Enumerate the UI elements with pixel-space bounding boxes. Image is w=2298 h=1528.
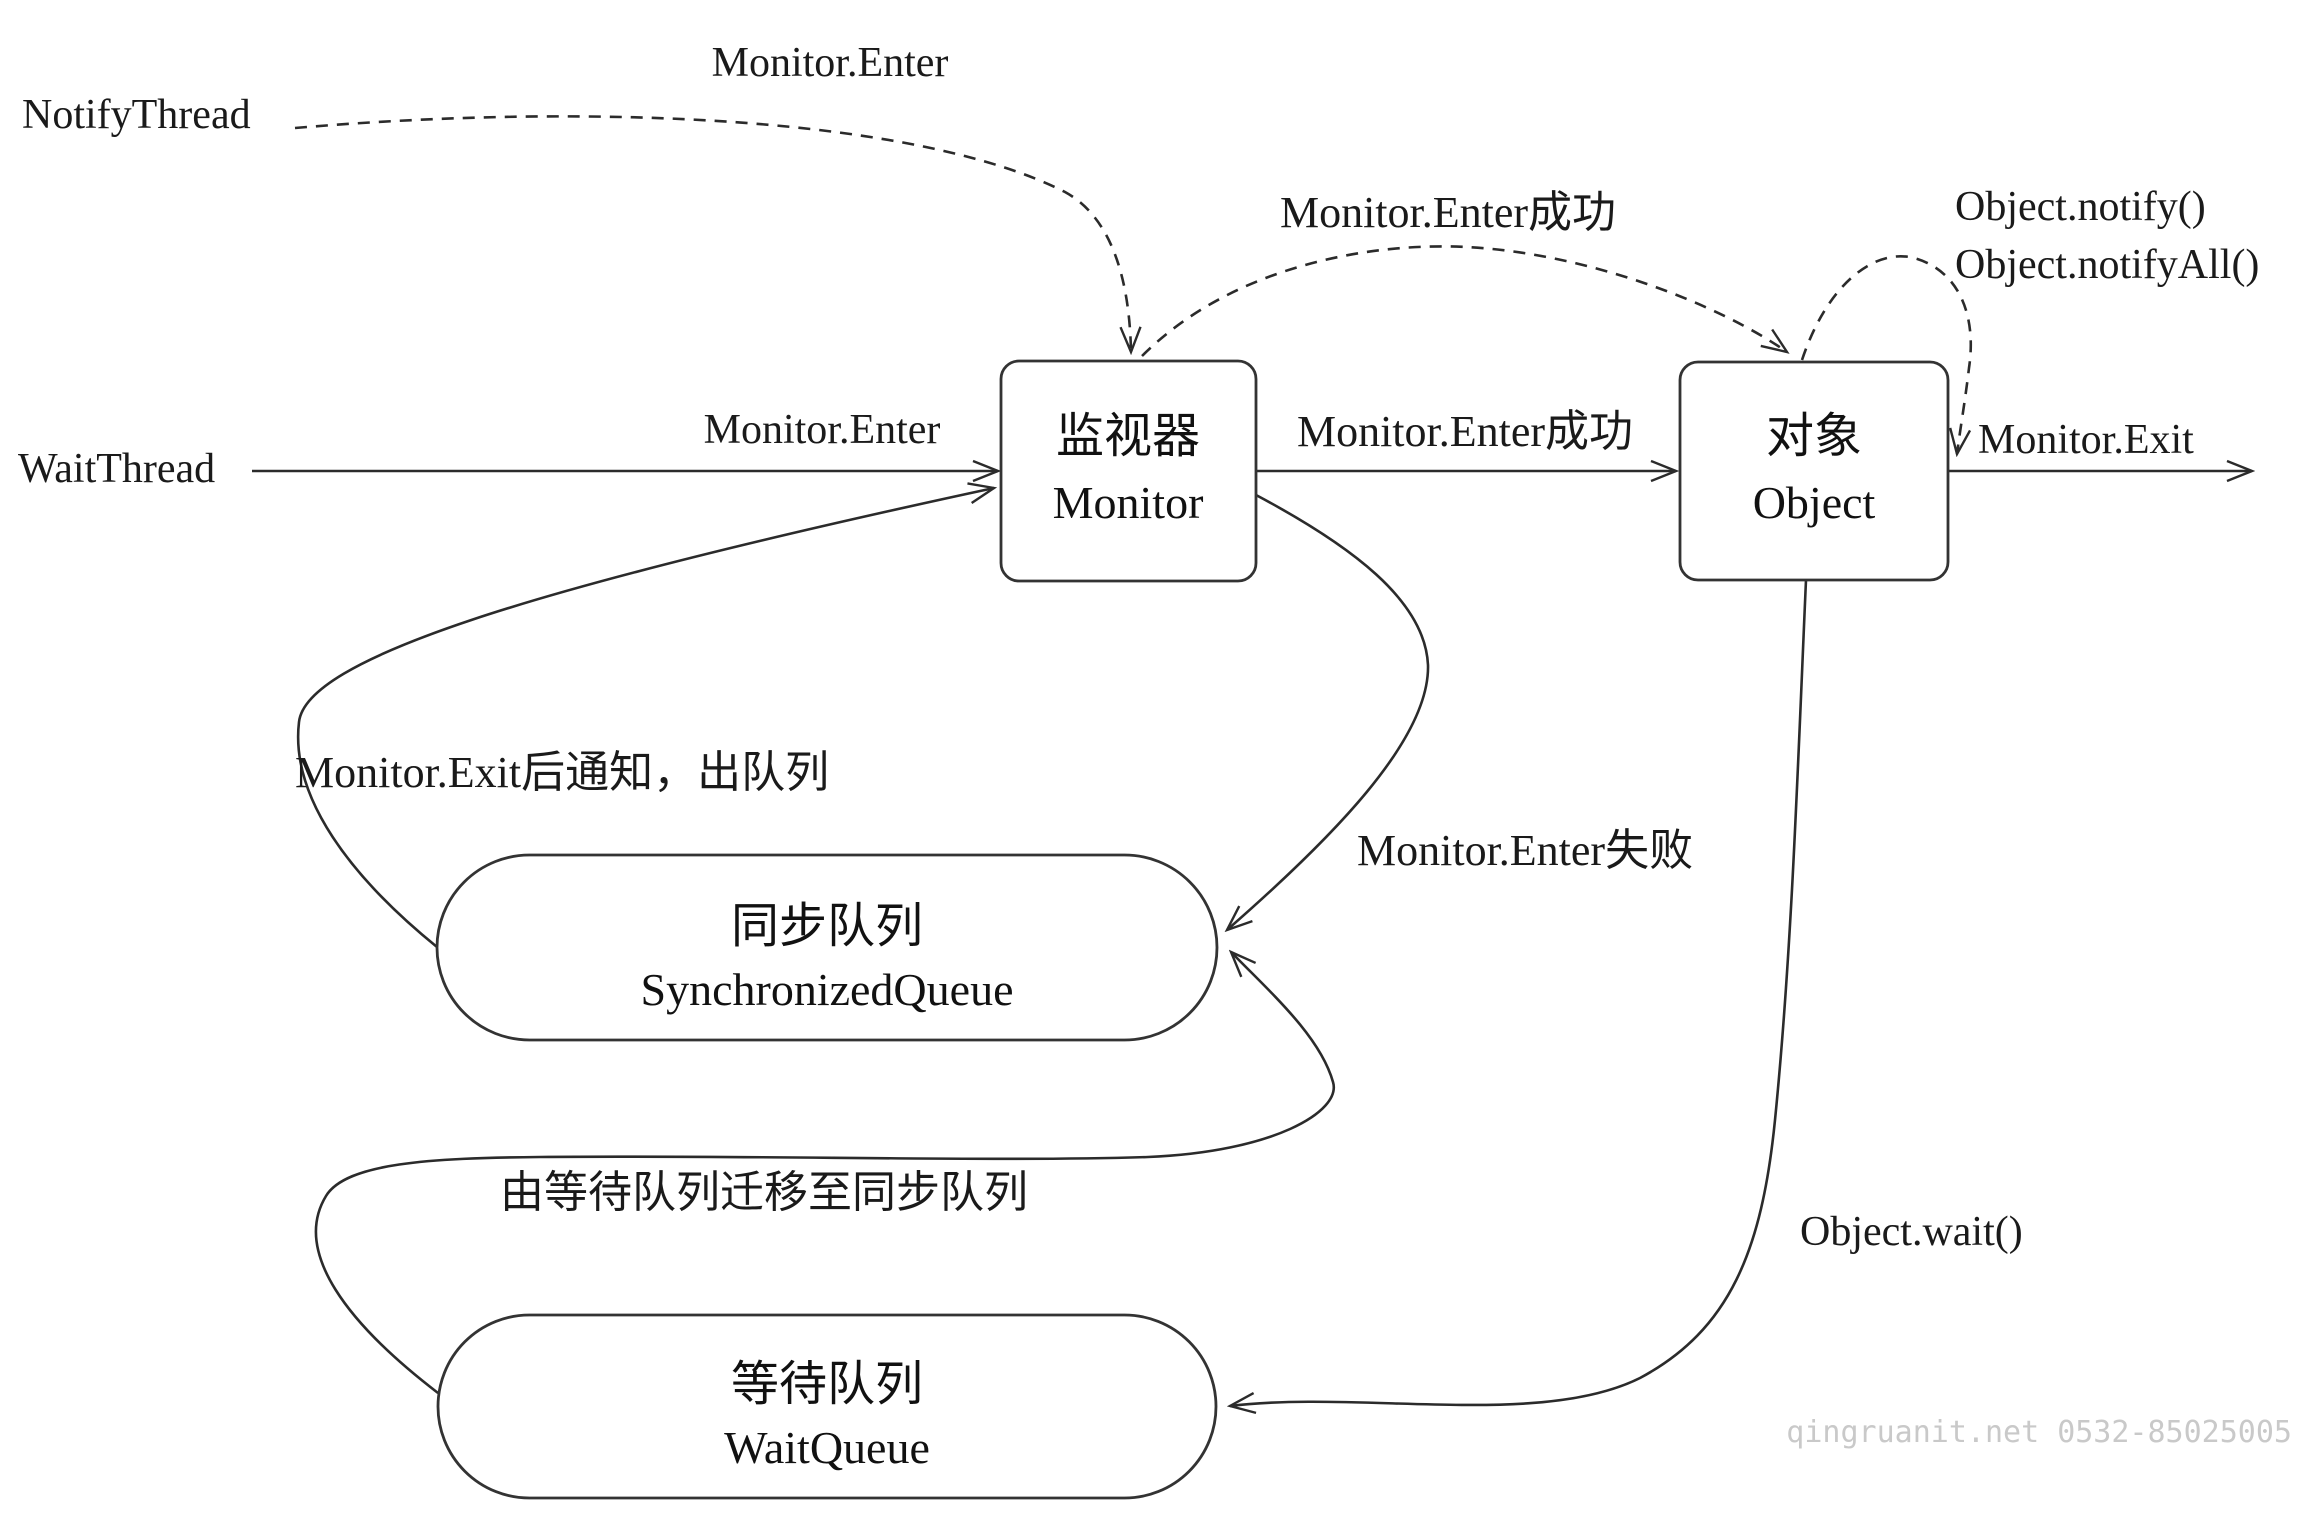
edge-label-object-wait: Object.wait() — [1800, 1209, 2023, 1255]
node-monitor-box — [999, 359, 1258, 583]
object-label-zh: 对象 — [1766, 410, 1862, 463]
edge-label-exit-notify-dequeue: Monitor.Exit后通知，出队列 — [295, 748, 829, 797]
edge-enter-fail-line — [1227, 493, 1430, 930]
edge-label-monitor-exit: Monitor.Exit — [1978, 417, 2194, 463]
thread-label-waitthread: WaitThread — [18, 446, 215, 492]
edge-label-object-notifyall: Object.notifyAll() — [1955, 242, 2259, 288]
thread-label-notifythread: NotifyThread — [22, 92, 251, 138]
sync-queue-label-zh: 同步队列 — [731, 900, 923, 953]
node-sync-queue-shape — [435, 853, 1219, 1042]
edge-migrate-line — [314, 952, 1336, 1395]
sync-queue-label-en: SynchronizedQueue — [641, 964, 1014, 1015]
edge-exit-notify-line — [296, 488, 994, 949]
node-object-box — [1678, 360, 1950, 582]
edge-notify-selfloop-line — [1800, 255, 1973, 454]
node-wait-queue-shape — [436, 1313, 1218, 1500]
edge-label-enter-success: Monitor.Enter成功 — [1297, 407, 1633, 456]
edge-notifythread-enter-line — [294, 115, 1131, 352]
edge-object-wait-line — [1230, 579, 1808, 1406]
edge-label-migrate: 由等待队列迁移至同步队列 — [500, 1168, 1028, 1217]
edge-enter-success-arc-line — [1141, 245, 1787, 357]
object-label-en: Object — [1753, 477, 1876, 528]
monitor-label-en: Monitor — [1053, 477, 1204, 528]
edge-label-enter-success-arc: Monitor.Enter成功 — [1280, 188, 1616, 237]
wait-queue-label-en: WaitQueue — [724, 1422, 930, 1473]
watermark-text: qingruanit.net 0532-85025005 — [1786, 1415, 2292, 1450]
monitor-label-zh: 监视器 — [1056, 410, 1200, 463]
edge-label-notifythread-enter: Monitor.Enter — [712, 40, 949, 86]
wait-queue-label-zh: 等待队列 — [731, 1358, 923, 1411]
edge-label-object-notify: Object.notify() — [1955, 184, 2206, 230]
edge-label-waitthread-enter: Monitor.Enter — [704, 407, 941, 453]
edge-label-enter-fail: Monitor.Enter失败 — [1357, 826, 1693, 875]
